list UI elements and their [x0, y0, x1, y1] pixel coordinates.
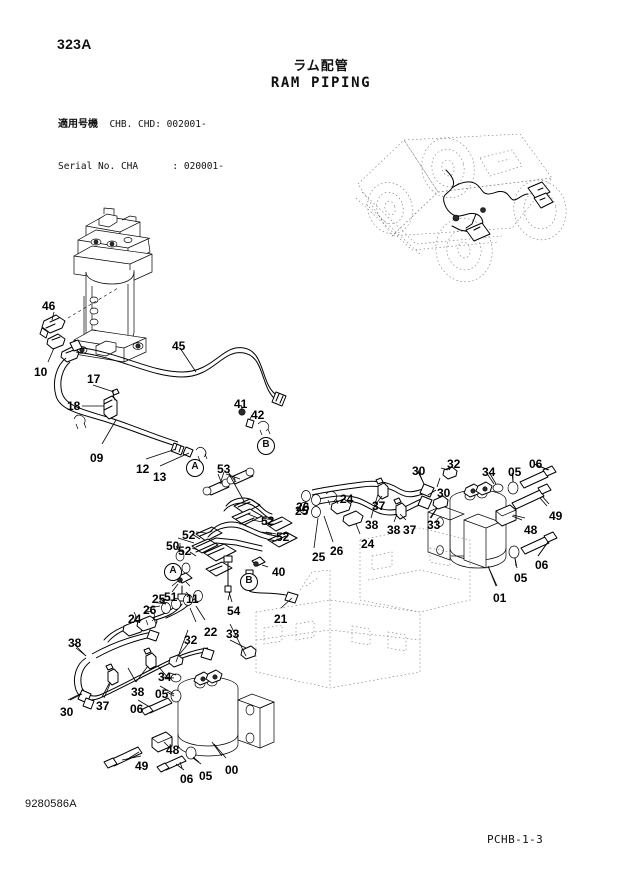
- callout-18: 18: [67, 399, 81, 413]
- callout-26: 26: [330, 544, 344, 558]
- callout-48: 48: [524, 523, 538, 537]
- callout-06: 06: [535, 558, 549, 572]
- callout-26: 26: [143, 603, 157, 617]
- callout-38: 38: [131, 685, 145, 699]
- callout-00: 00: [225, 763, 239, 777]
- callout-26: 26: [296, 500, 310, 514]
- callout-49: 49: [549, 509, 563, 523]
- callout-10: 10: [34, 365, 48, 379]
- callout-50: 50: [166, 539, 180, 553]
- callout-06: 06: [130, 702, 144, 716]
- callout-30: 30: [437, 486, 451, 500]
- callout-25: 25: [295, 504, 309, 518]
- center-pipe-cluster: [103, 467, 299, 643]
- callout-01: 01: [493, 591, 507, 605]
- callout-49: 49: [135, 759, 149, 773]
- serial-number-block: 適用号機 CHB. CHD: 002001- Serial No. CHA : …: [58, 90, 224, 201]
- cylinder-00: [103, 639, 275, 773]
- serial-line1-range: 002001-: [166, 118, 207, 130]
- serial-label-japanese: 適用号機: [58, 118, 98, 130]
- callout-25: 25: [152, 592, 166, 606]
- callout-05: 05: [199, 769, 213, 783]
- callout-52: 52: [276, 530, 290, 544]
- lower-left-hose-group: [69, 590, 215, 710]
- callout-05: 05: [514, 571, 528, 585]
- swivel-joint-assembly: [67, 207, 153, 363]
- callout-38: 38: [365, 518, 379, 532]
- callout-05: 05: [155, 687, 169, 701]
- hose-45: [69, 339, 287, 407]
- undercarriage-inset: [355, 133, 567, 283]
- callout-24: 24: [340, 492, 354, 506]
- callout-54: 54: [227, 604, 241, 618]
- callout-09: 09: [90, 451, 104, 465]
- page-title-japanese: ラム配管: [293, 58, 349, 73]
- callout-37: 37: [372, 499, 386, 513]
- sheet-reference: PCHB-1-3: [487, 833, 544, 846]
- callout-30: 30: [60, 705, 74, 719]
- callout-33: 33: [427, 518, 441, 532]
- callout-38: 38: [387, 523, 401, 537]
- page-code: 323A: [57, 36, 92, 52]
- serial-line2-range: 020001-: [183, 160, 224, 172]
- serial-line1-model: CHB. CHD:: [109, 118, 161, 130]
- cylinder-01: [427, 463, 558, 587]
- drawing-number: 9280586A: [25, 798, 77, 810]
- callout-46: 46: [42, 299, 56, 313]
- frame-outline: [255, 527, 471, 689]
- callout-51: 51: [164, 590, 178, 604]
- callout-06: 06: [529, 457, 543, 471]
- page-title-english: RAM PIPING: [270, 75, 372, 92]
- callout-42: 42: [251, 408, 265, 422]
- fittings-41-42: [238, 404, 271, 436]
- callout-12: 12: [136, 462, 150, 476]
- callout-33: 33: [226, 627, 240, 641]
- reference-mark-b: B: [257, 437, 275, 455]
- callout-25: 25: [312, 550, 326, 564]
- callout-52: 52: [261, 514, 275, 528]
- right-hose-group: [299, 469, 437, 549]
- fitting-46: [39, 314, 66, 339]
- reference-mark-a: A: [164, 563, 182, 581]
- callout-21: 21: [274, 612, 288, 626]
- callout-32: 32: [184, 633, 198, 647]
- callout-37: 37: [403, 523, 417, 537]
- callout-11: 11: [186, 592, 199, 606]
- callout-40: 40: [272, 565, 286, 579]
- callout-24: 24: [128, 612, 142, 626]
- serial-line2-model: CHA :: [120, 160, 179, 172]
- callout-30: 30: [412, 464, 426, 478]
- title-block: ラム配管 RAM PIPING: [236, 58, 406, 92]
- hose-09: [53, 357, 208, 462]
- callout-34: 34: [158, 670, 172, 684]
- callout-53: 53: [217, 462, 231, 476]
- callout-34: 34: [482, 465, 496, 479]
- callout-13: 13: [153, 470, 167, 484]
- callout-45: 45: [172, 339, 186, 353]
- callout-52: 52: [178, 544, 192, 558]
- callout-24: 24: [361, 537, 375, 551]
- callout-37: 37: [96, 699, 110, 713]
- callout-leaders: [47, 311, 550, 771]
- reference-mark-b: B: [240, 573, 258, 591]
- callout-22: 22: [204, 625, 218, 639]
- callout-41: 41: [234, 397, 248, 411]
- callout-52: 52: [182, 528, 196, 542]
- reference-mark-a: A: [186, 459, 204, 477]
- callout-48: 48: [166, 743, 180, 757]
- callout-06: 06: [180, 772, 194, 786]
- callout-05: 05: [508, 465, 522, 479]
- callout-17: 17: [87, 372, 101, 386]
- serial-label-english: Serial No.: [58, 160, 116, 172]
- callout-38: 38: [68, 636, 82, 650]
- callout-32: 32: [447, 457, 461, 471]
